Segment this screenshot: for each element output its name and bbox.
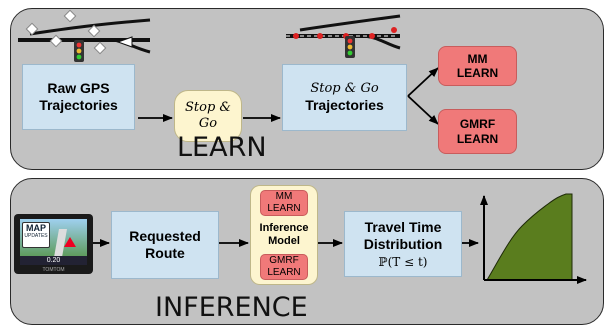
raw-gps-box: Raw GPS Trajectories [22, 64, 135, 130]
stopgo-traj-line1: Stop & Go [310, 81, 379, 97]
gps-map-text: MAP [26, 223, 46, 233]
stopgo-label: Stop & Go [185, 100, 231, 131]
model-mm-learn: MM LEARN [260, 190, 308, 216]
requested-route-box: Requested Route [111, 211, 219, 279]
travel-time-line2: Distribution [363, 235, 443, 252]
learn-title: LEARN [177, 132, 267, 163]
model-title: Inference Model [259, 221, 309, 247]
stopgo-traj-line2: Trajectories [305, 96, 384, 113]
arrow-traj-to-mm [407, 67, 439, 97]
stopgo-trajectories-box: Stop & Go Trajectories [282, 64, 407, 131]
mm-learn-box: MM LEARN [438, 46, 517, 86]
gps-brand: TOMTOM [42, 267, 65, 273]
travel-time-formula: ℙ(T ≤ t) [378, 254, 428, 269]
inference-model-box: MM LEARN Inference Model GMRF LEARN [250, 185, 318, 285]
stopgo-box: Stop & Go [174, 90, 242, 142]
gps-status-bar: 0.20 [20, 256, 87, 265]
gps-map-subtext: UPDATES [24, 233, 48, 239]
arrow-traj-to-gmrf [407, 95, 439, 125]
gps-arrow [64, 237, 76, 247]
model-gmrf-learn: GMRF LEARN [260, 254, 308, 280]
distribution-curve [480, 193, 587, 284]
gmrf-learn-box: GMRF LEARN [438, 109, 517, 154]
gps-map-badge: MAP UPDATES [22, 222, 50, 248]
gps-device-icon: MAP UPDATES 0.20 TOMTOM [14, 214, 93, 274]
inference-title: INFERENCE [155, 292, 308, 323]
travel-time-box: Travel Time Distribution ℙ(T ≤ t) [344, 211, 462, 277]
raw-gps-road-icon [18, 9, 151, 62]
travel-time-line1: Travel Time [364, 219, 442, 235]
stopgo-road-icon [286, 14, 401, 58]
gps-device-screen: MAP UPDATES 0.20 [20, 219, 87, 265]
